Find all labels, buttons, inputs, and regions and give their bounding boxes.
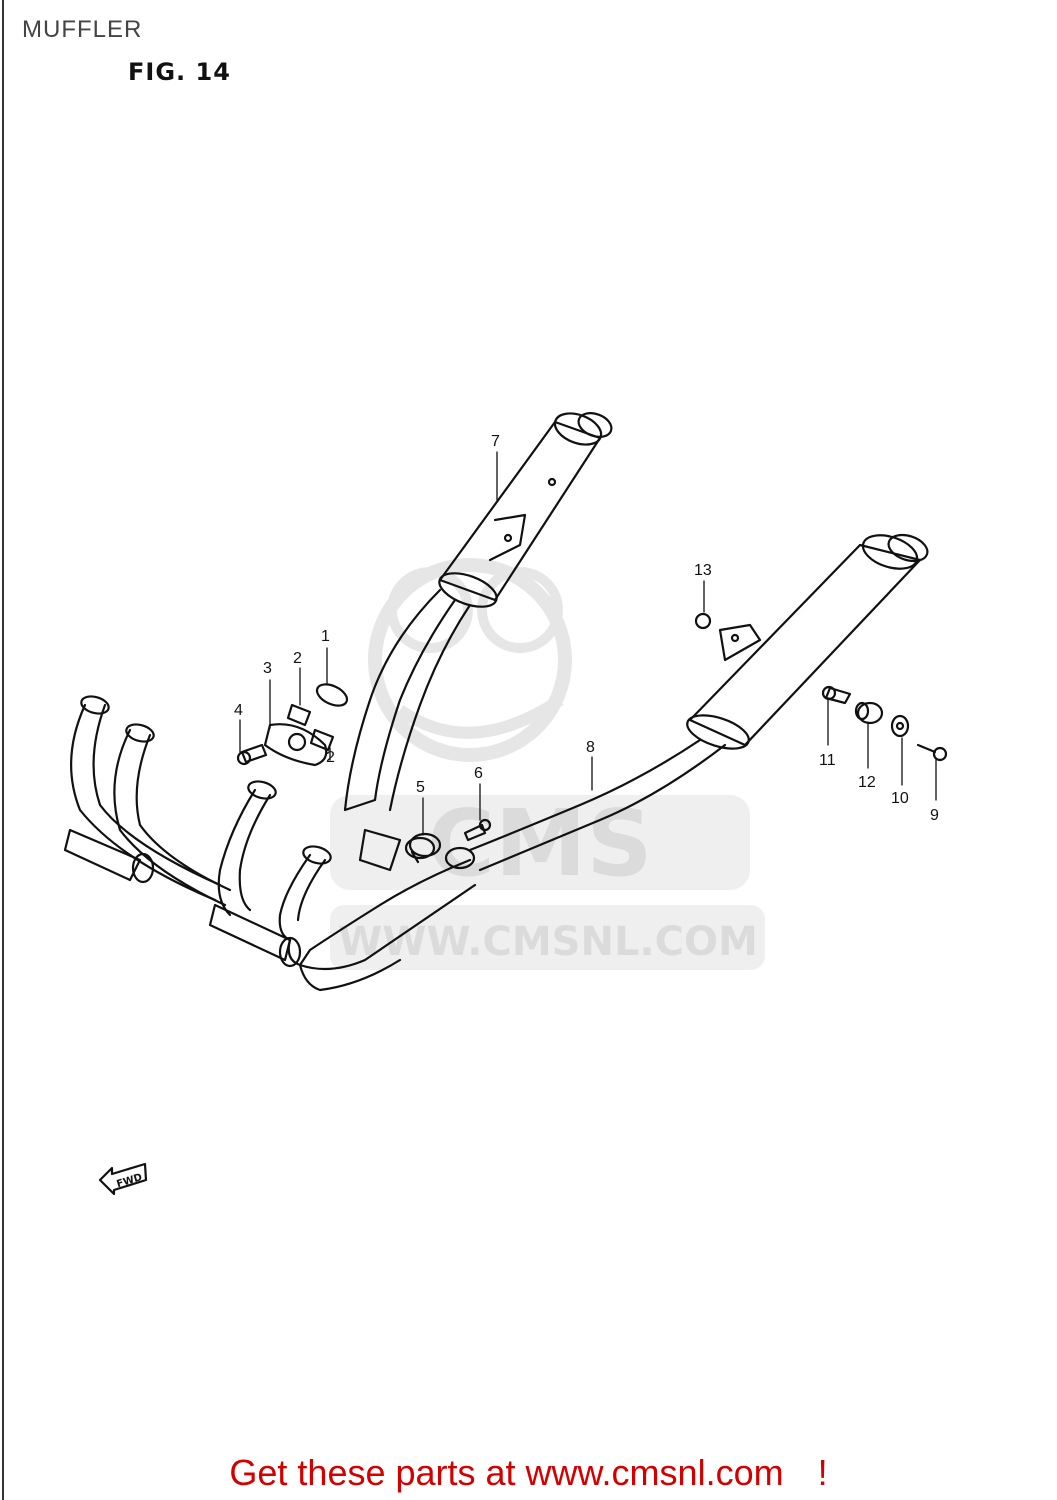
bolt-9 (916, 743, 948, 762)
callout-labels: 1 2 2 3 4 5 6 7 8 9 10 11 12 13 (234, 433, 939, 824)
gaskets-and-flange (263, 683, 349, 767)
callout-8: 8 (586, 739, 595, 756)
callout-9: 9 (930, 807, 939, 824)
bolt-11 (821, 685, 852, 705)
callout-4: 4 (234, 702, 243, 719)
nut-13 (694, 612, 712, 630)
callout-leaders (239, 451, 937, 836)
exhaust-diagram: CMS WWW.CMSNL.COM (63, 412, 948, 1196)
callout-11: 11 (819, 752, 836, 769)
exhaust-collector (287, 828, 477, 992)
callout-2-upper: 2 (293, 650, 302, 667)
fwd-arrow (98, 1162, 148, 1196)
cta-suffix: ! (817, 1452, 828, 1493)
watermark-brand: CMS (427, 790, 652, 897)
callout-2-lower: 2 (326, 749, 335, 766)
get-parts-link[interactable]: Get these parts at www.cmsnl.com ! (0, 1452, 1057, 1494)
callout-12: 12 (858, 774, 876, 791)
callout-3: 3 (263, 660, 272, 677)
bush-12 (854, 701, 884, 725)
cta-text: Get these parts at www.cmsnl.com (229, 1452, 784, 1493)
muffler-upper (343, 412, 613, 812)
page-left-border (2, 0, 4, 1500)
bolt-6 (463, 818, 492, 842)
cmsnl-watermark: CMS WWW.CMSNL.COM (330, 558, 765, 970)
watermark-url: WWW.CMSNL.COM (338, 919, 758, 965)
callout-13: 13 (694, 562, 712, 579)
washer-10 (890, 714, 910, 738)
clamp-5 (408, 832, 442, 864)
exhaust-header-pipes (63, 695, 332, 968)
callout-5: 5 (416, 779, 425, 796)
callout-1: 1 (321, 628, 330, 645)
callout-6: 6 (474, 765, 483, 782)
bolt-4 (236, 743, 268, 766)
muffler-lower (468, 533, 929, 872)
page-title: MUFFLER (22, 16, 143, 43)
figure-number: FIG. 14 (128, 58, 231, 86)
callout-10: 10 (891, 790, 909, 807)
callout-7: 7 (491, 433, 500, 450)
